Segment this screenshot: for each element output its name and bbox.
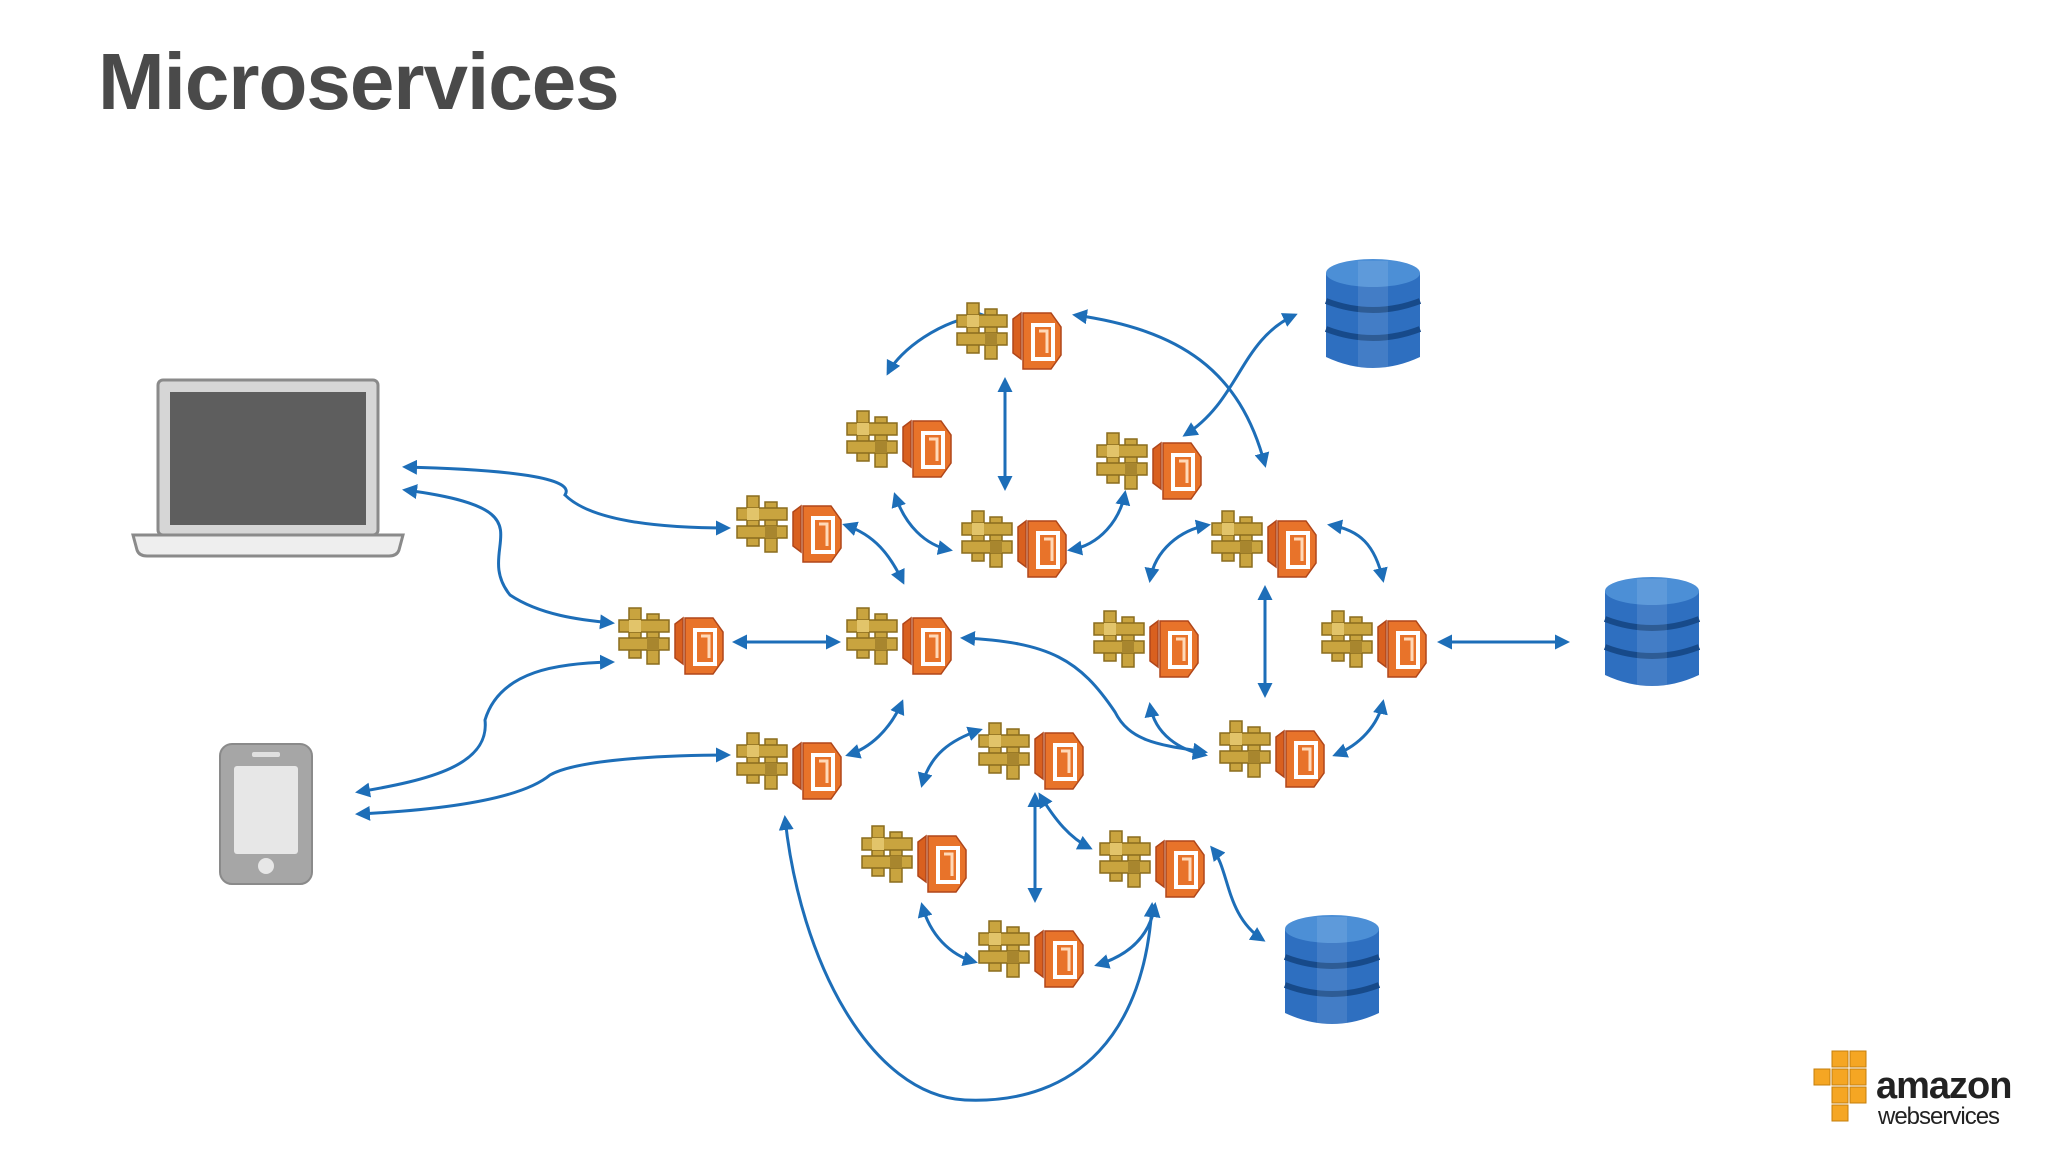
connector	[845, 699, 905, 759]
connector	[917, 726, 983, 788]
dynamodb-database-icon	[1326, 259, 1420, 373]
service-node	[977, 721, 1085, 791]
connector	[1144, 519, 1211, 583]
service-node	[735, 731, 843, 801]
connector	[1210, 845, 1266, 942]
slide-title: Microservices	[98, 37, 620, 126]
dynamodb-database-icon	[1285, 915, 1379, 1029]
laptop-icon	[131, 378, 405, 558]
connector	[1327, 519, 1388, 583]
dynamodb-database-icon	[1605, 577, 1699, 691]
logo-wordmark-amazon: amazon	[1876, 1065, 2012, 1107]
service-node	[1218, 719, 1326, 789]
connector	[891, 492, 953, 555]
aws-logo: amazon webservices	[1810, 1045, 2030, 1130]
service-node	[845, 409, 953, 479]
connector-lines	[355, 308, 1570, 1102]
service-node	[1210, 509, 1318, 579]
service-node	[960, 509, 1068, 579]
aws-cubes-icon	[1813, 1050, 1867, 1122]
connector	[402, 484, 615, 630]
service-node	[860, 824, 968, 894]
connector	[1067, 490, 1131, 556]
connector	[1182, 313, 1298, 437]
service-node	[845, 606, 953, 676]
service-node	[1098, 829, 1206, 899]
service-node	[977, 919, 1085, 989]
connector	[917, 902, 978, 966]
connector	[1332, 699, 1388, 758]
connector	[355, 747, 731, 821]
service-node	[1092, 609, 1200, 679]
service-node	[617, 606, 725, 676]
connector	[842, 521, 905, 585]
service-node	[1320, 609, 1428, 679]
service-node	[735, 494, 843, 564]
service-node	[955, 301, 1063, 371]
connector	[355, 654, 615, 798]
connector	[1144, 702, 1208, 760]
logo-wordmark-webservices: webservices	[1878, 1103, 2000, 1130]
connector	[778, 815, 1159, 1102]
connector	[1038, 792, 1093, 850]
phone-icon	[219, 743, 313, 885]
service-node	[1095, 431, 1203, 501]
